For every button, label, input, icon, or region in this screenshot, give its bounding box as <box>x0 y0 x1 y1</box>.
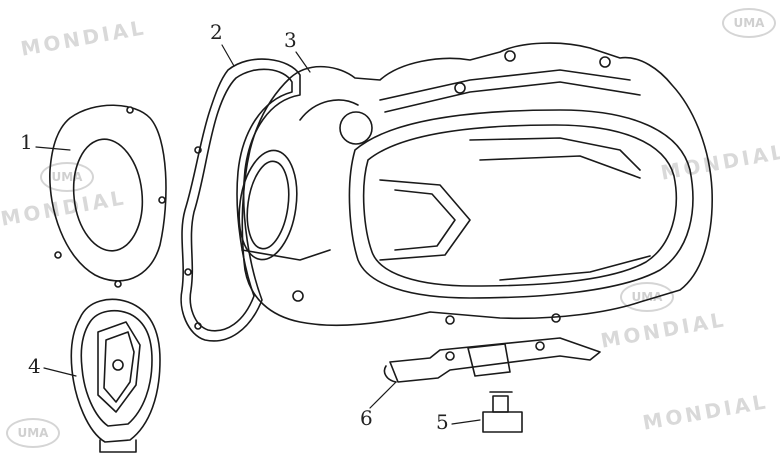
callout-3: 3 <box>284 28 297 52</box>
part-2-cover-gasket <box>180 58 301 342</box>
part-3-transmission-cover <box>238 42 713 327</box>
leader-lines <box>35 44 481 425</box>
part-5-rubber-mount <box>482 391 523 433</box>
leader-6 <box>369 381 397 409</box>
leader-3 <box>295 51 311 73</box>
callout-4: 4 <box>28 354 41 378</box>
callout-1: 1 <box>20 130 33 154</box>
callout-5: 5 <box>436 410 449 434</box>
part-1-gasket-disc <box>49 104 167 288</box>
watermark-uma-logo: UMA <box>722 8 776 38</box>
leader-2 <box>221 44 235 67</box>
part-4-filter-housing <box>70 298 161 453</box>
watermark-uma-logo: UMA <box>6 418 60 448</box>
part-6-bracket <box>383 337 601 383</box>
callout-6: 6 <box>360 406 373 430</box>
leader-1 <box>35 146 71 151</box>
leader-5 <box>451 419 481 425</box>
callout-2: 2 <box>210 20 223 44</box>
leader-4 <box>43 367 77 377</box>
watermark-uma-logo: UMA <box>620 282 674 312</box>
